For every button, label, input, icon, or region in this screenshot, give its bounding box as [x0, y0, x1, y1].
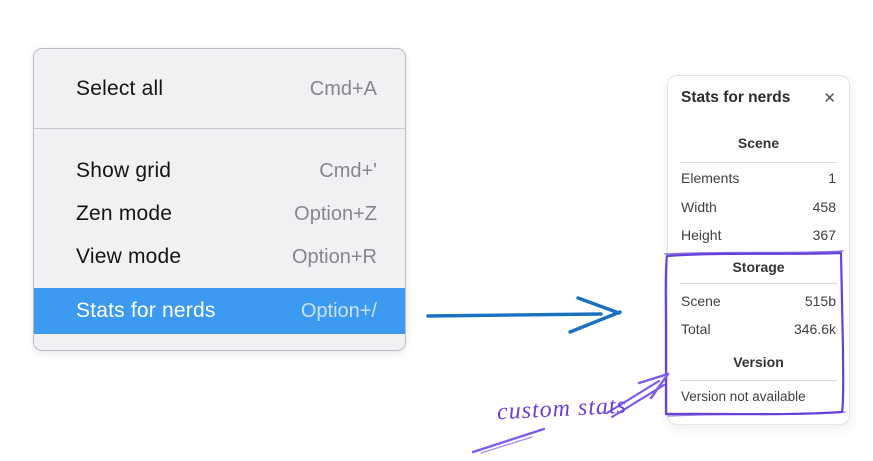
- context-menu: Select all Cmd+A Show grid Cmd+' Zen mod…: [33, 48, 406, 351]
- menu-item-label: Show grid: [76, 159, 172, 182]
- menu-item-shortcut: Option+/: [300, 299, 377, 322]
- menu-item-show-grid[interactable]: Show grid Cmd+': [34, 149, 405, 193]
- section-divider: [680, 162, 837, 163]
- menu-item-shortcut: Option+Z: [294, 202, 377, 225]
- stat-label: Total: [681, 321, 711, 337]
- stats-panel-header: Stats for nerds ✕: [681, 86, 836, 110]
- menu-divider: [34, 128, 405, 129]
- stat-label: Height: [681, 227, 722, 243]
- stat-row-height: Height 367: [681, 223, 836, 247]
- annotation-label: custom stats: [496, 392, 628, 426]
- section-divider: [680, 380, 837, 381]
- stat-label: Scene: [681, 293, 721, 309]
- stat-value: 367: [812, 227, 836, 243]
- menu-item-label: View mode: [76, 245, 182, 268]
- menu-item-shortcut: Option+R: [291, 245, 377, 268]
- menu-item-label: Select all: [76, 77, 164, 100]
- section-header-version: Version: [733, 354, 784, 370]
- stat-label: Width: [681, 199, 717, 215]
- annotation-stroke: [471, 427, 546, 454]
- stat-row-width: Width 458: [681, 195, 836, 219]
- version-note: Version not available: [681, 389, 806, 404]
- stat-value: 458: [812, 199, 836, 215]
- stat-row-elements: Elements 1: [681, 166, 836, 190]
- menu-item-label: Stats for nerds: [76, 299, 216, 322]
- close-icon[interactable]: ✕: [823, 89, 836, 107]
- stats-panel-title: Stats for nerds: [681, 89, 791, 106]
- stat-label: Elements: [681, 170, 740, 186]
- section-header-scene: Scene: [737, 135, 780, 151]
- stat-value: 515b: [804, 293, 836, 309]
- menu-item-select-all[interactable]: Select all Cmd+A: [34, 67, 405, 111]
- menu-item-stats-for-nerds[interactable]: Stats for nerds Option+/: [34, 288, 405, 334]
- stat-row-scene-storage: Scene 515b: [681, 289, 836, 313]
- section-header-storage: Storage: [732, 259, 785, 275]
- stat-row-total-storage: Total 346.6k: [681, 317, 836, 341]
- menu-item-zen-mode[interactable]: Zen mode Option+Z: [34, 192, 405, 236]
- flow-arrow: [426, 296, 622, 334]
- stat-value: 1: [828, 170, 836, 186]
- menu-item-shortcut: Cmd+A: [309, 77, 377, 100]
- stats-panel: Stats for nerds ✕ Scene Elements 1 Width…: [667, 75, 850, 425]
- section-divider: [680, 283, 837, 284]
- menu-item-label: Zen mode: [76, 202, 173, 225]
- stat-value: 346.6k: [793, 321, 836, 337]
- menu-item-shortcut: Cmd+': [319, 159, 377, 182]
- menu-item-view-mode[interactable]: View mode Option+R: [34, 235, 405, 279]
